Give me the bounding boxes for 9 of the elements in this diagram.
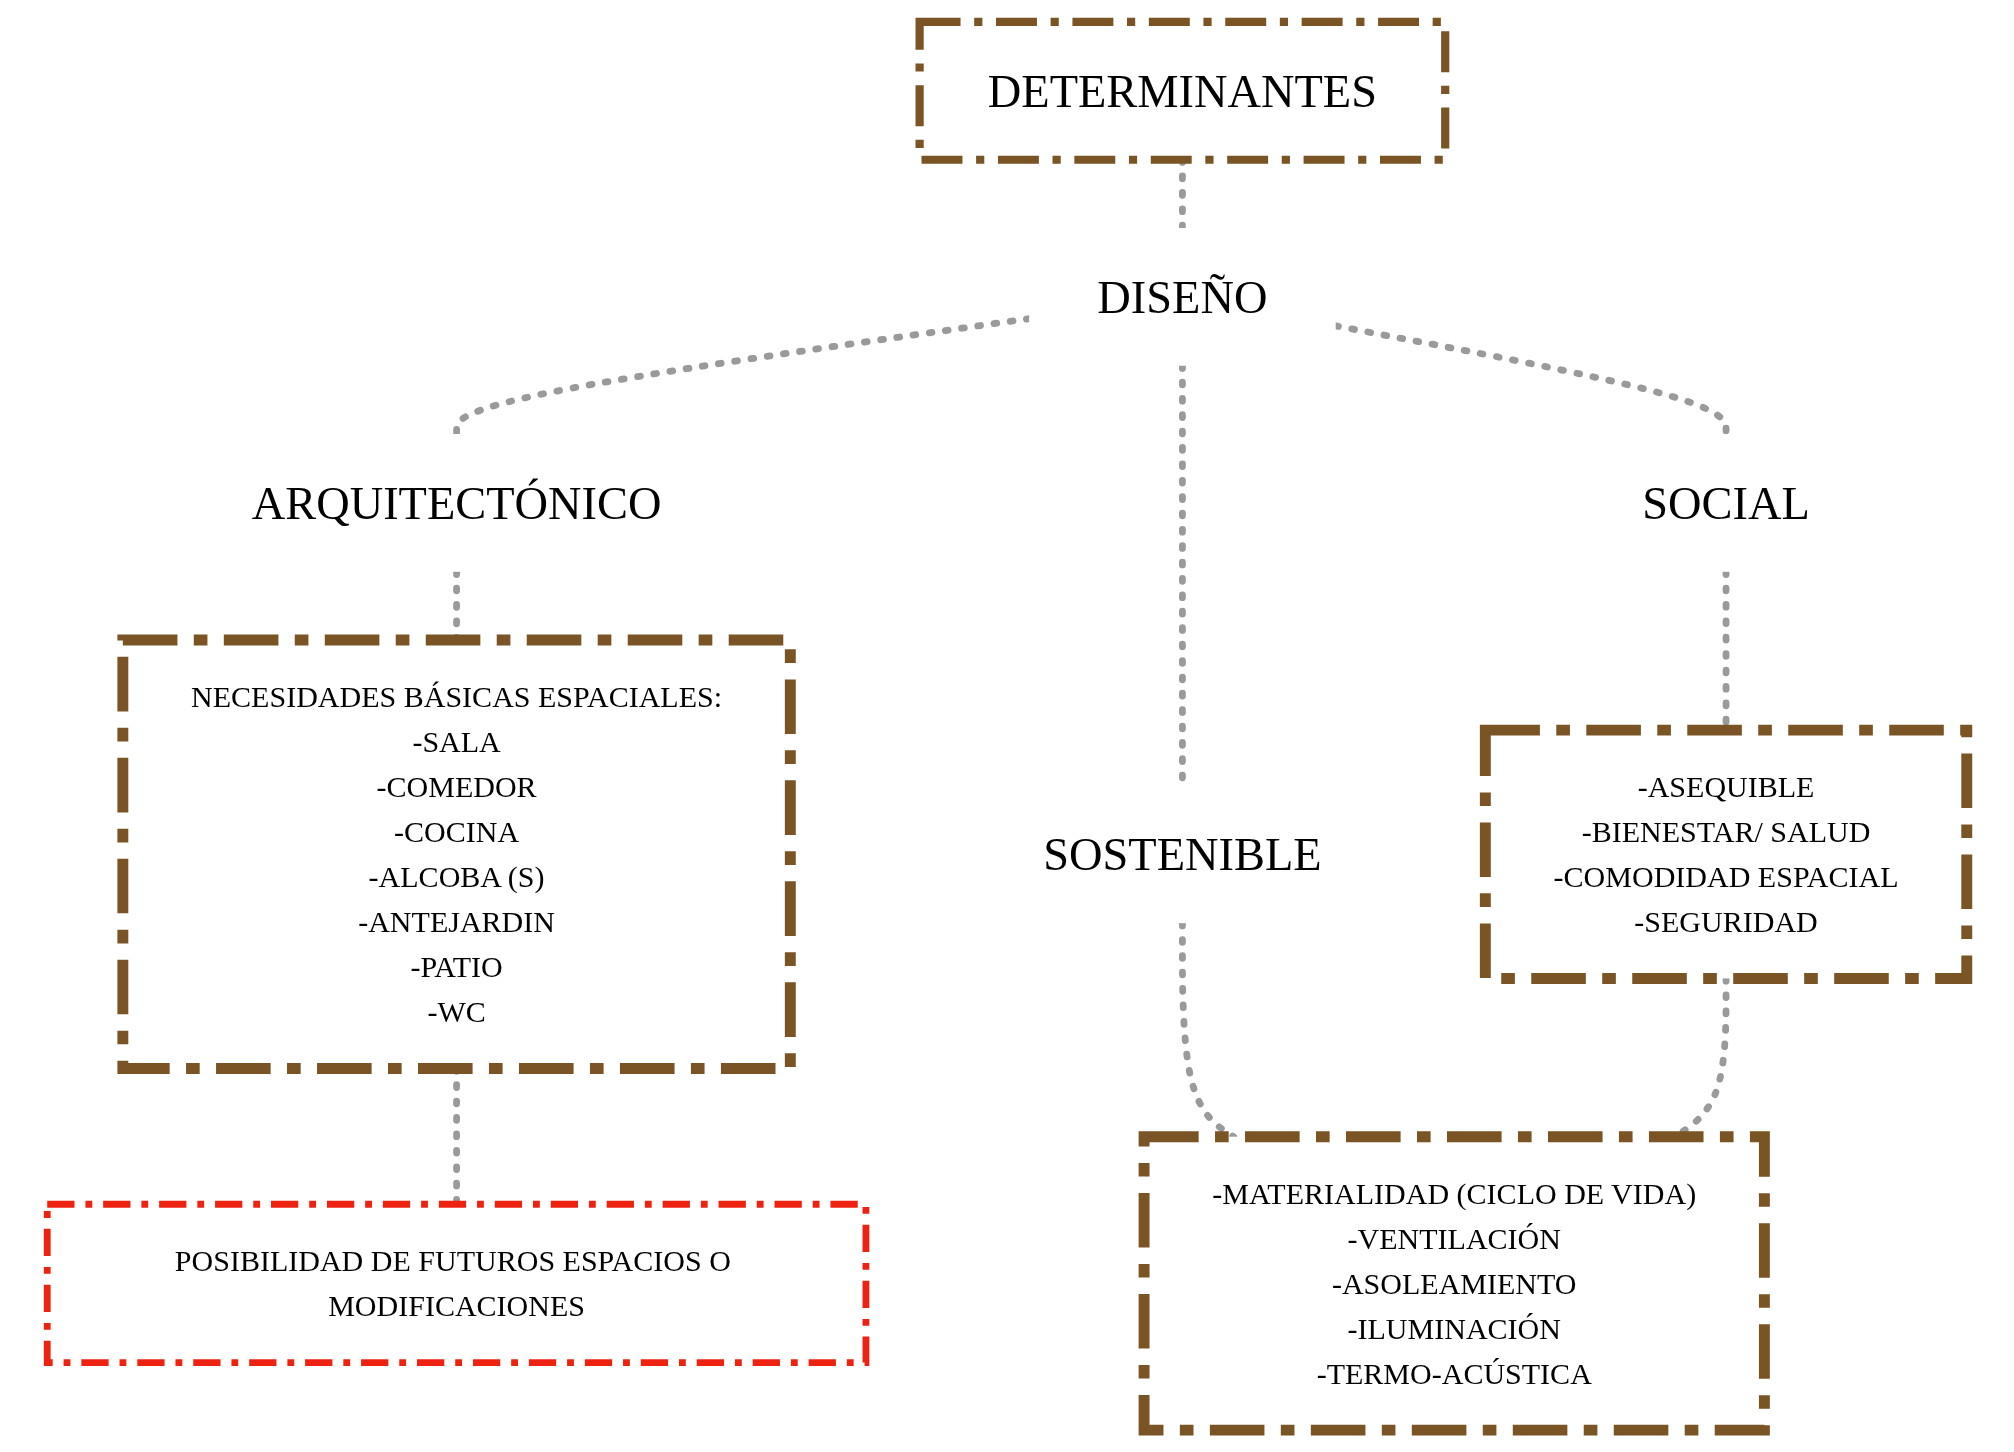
node-box: DETERMINANTES	[915, 17, 1450, 164]
node-box: -MATERIALIDAD (CICLO DE VIDA) -VENTILACIÓN -ASOLEAMIENTO -ILUMINACIÓN -TERMO-ACÚSTICA	[1138, 1131, 1770, 1436]
node-text: SOSTENIBLE	[1043, 829, 1322, 880]
node-box: NECESIDADES BÁSICAS ESPACIALES: -SALA -COMEDOR -COCINA -ALCOBA (S) -ANTEJARDIN -PATIO -WC	[117, 634, 796, 1074]
node-box: POSIBILIDAD DE FUTUROS ESPACIOS O MODIFICACIONES	[43, 1200, 870, 1366]
node-text: DISEÑO	[1097, 271, 1268, 323]
node-text: SOCIAL	[1642, 477, 1810, 529]
node-box: -ASEQUIBLE -BIENESTAR/ SALUD -COMODIDAD ESPACIAL -SEGURIDAD	[1479, 724, 1973, 984]
node-text: ARQUITECTÓNICO	[251, 477, 662, 529]
